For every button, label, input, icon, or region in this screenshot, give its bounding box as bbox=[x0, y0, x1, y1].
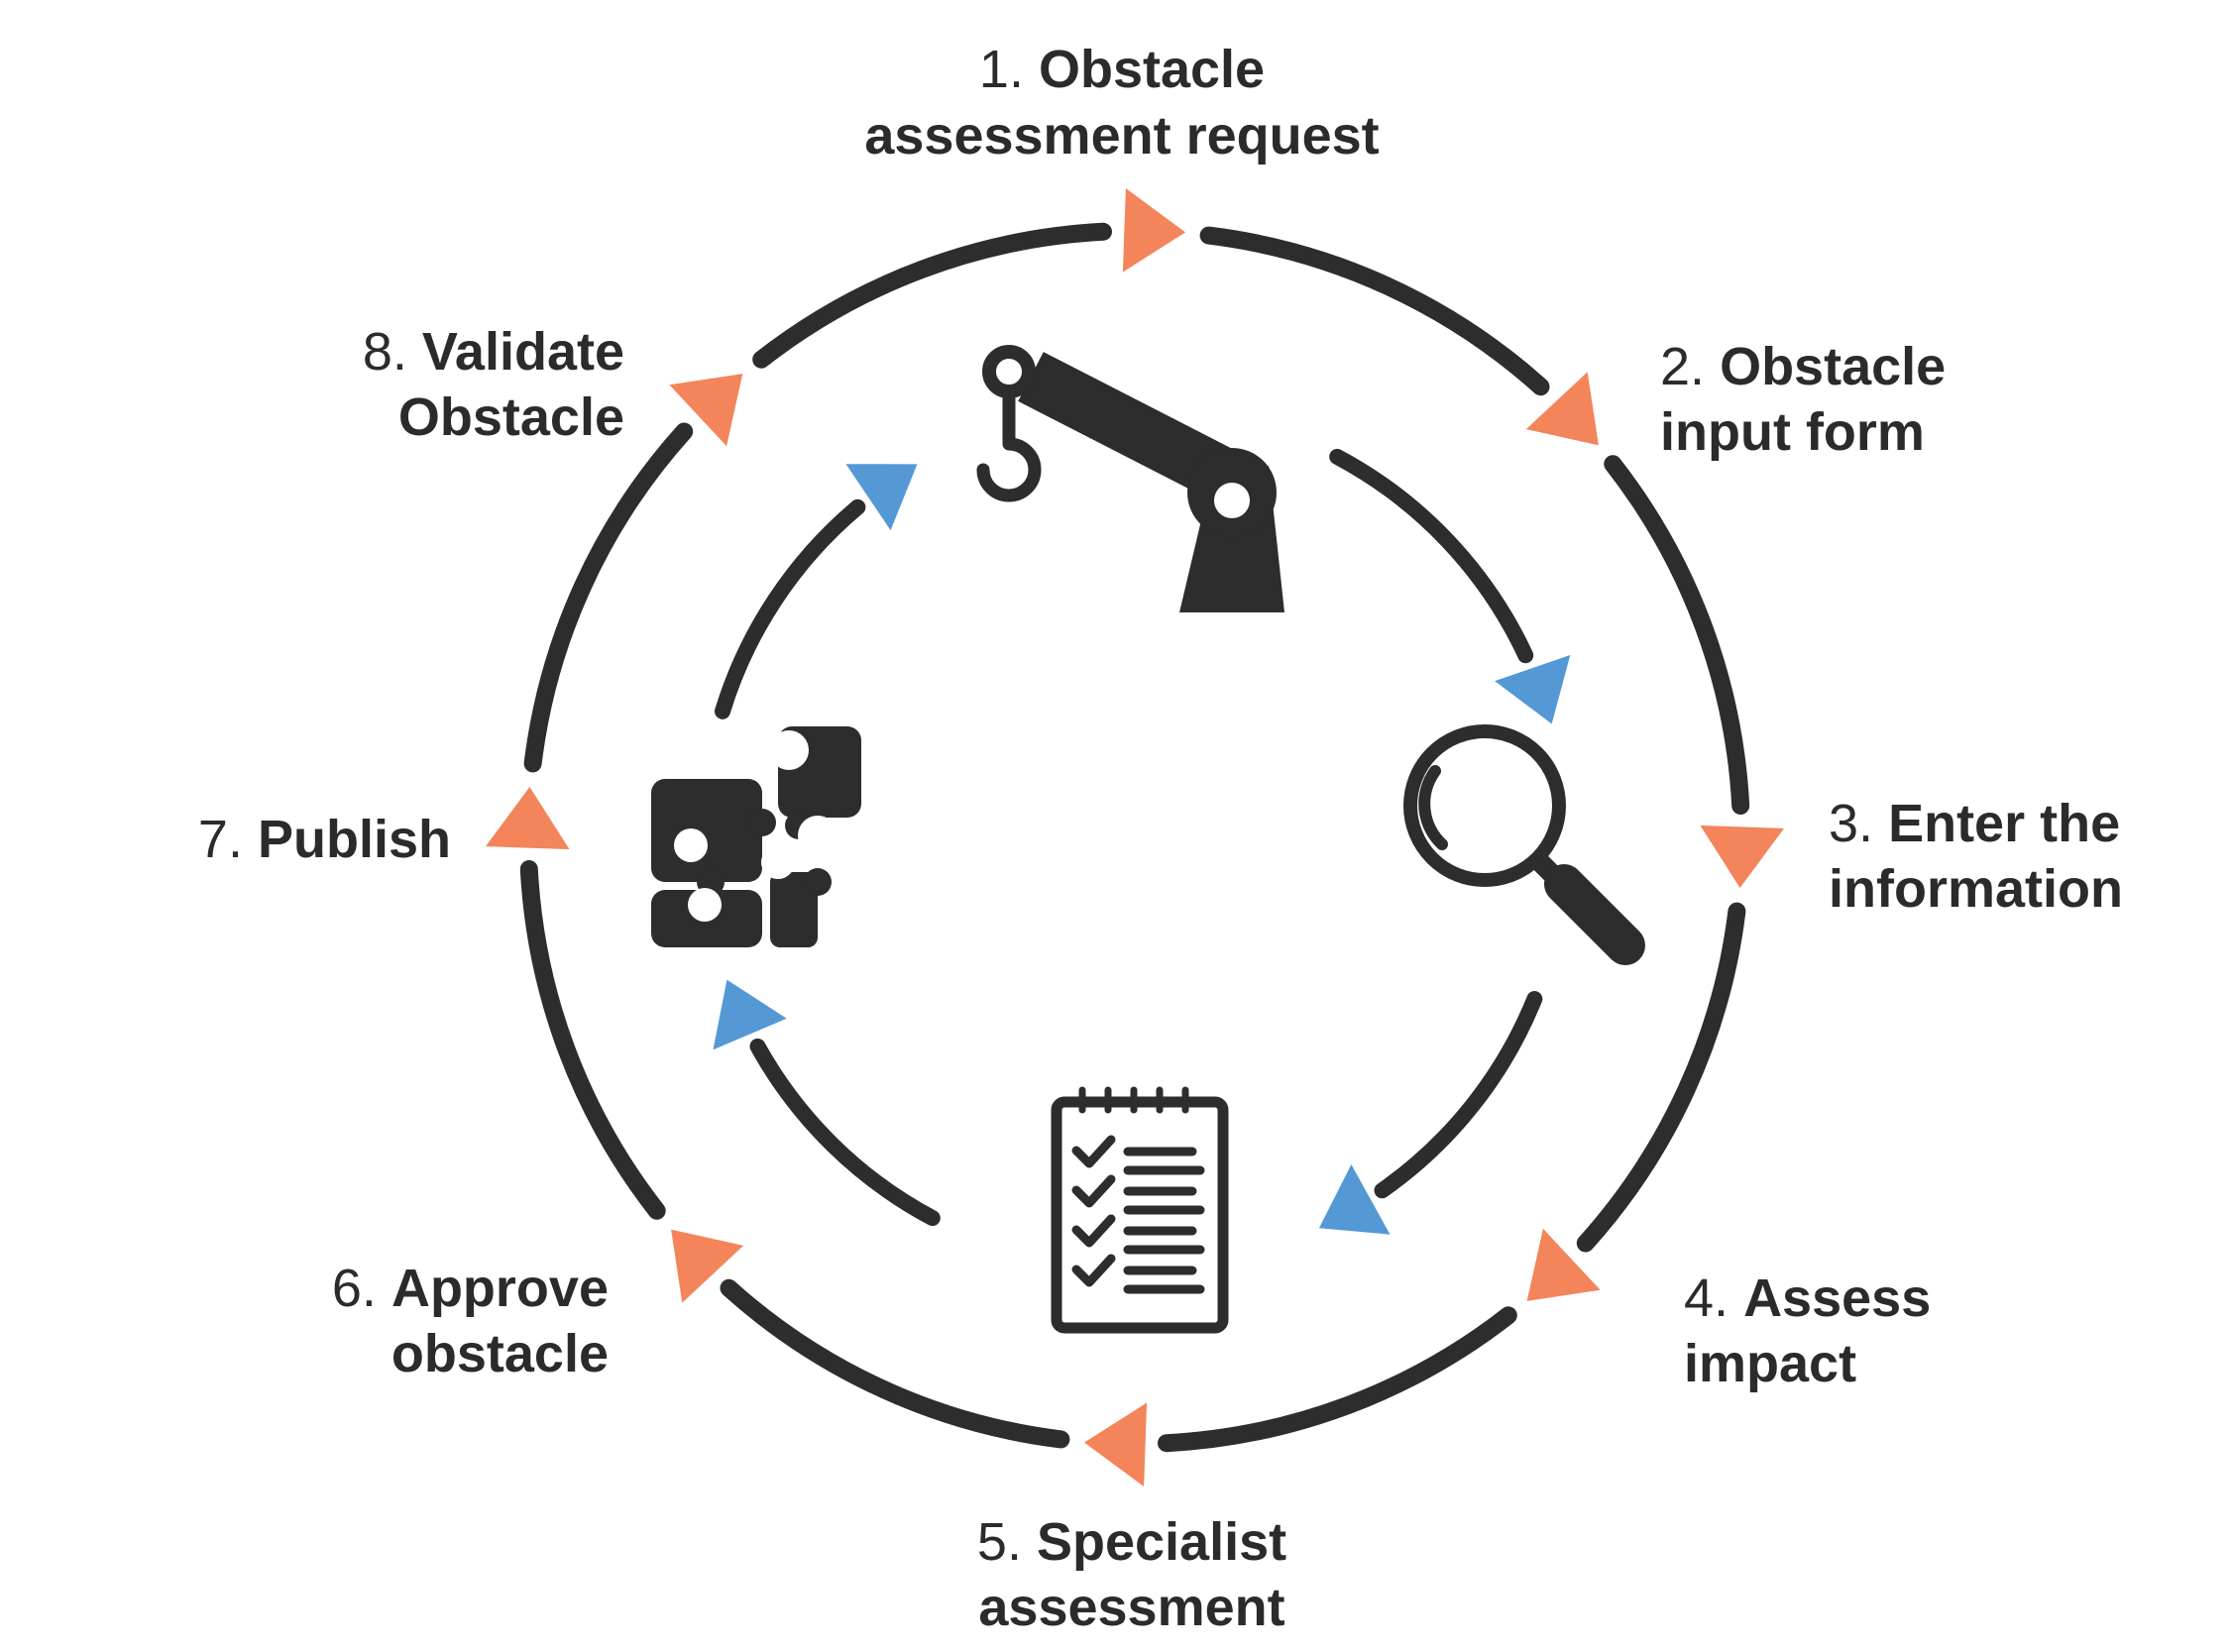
outer-arrow bbox=[664, 1222, 753, 1312]
outer-ring-segment bbox=[1576, 902, 1746, 1253]
inner-arrow bbox=[836, 458, 925, 540]
inner-arrow bbox=[1311, 1155, 1398, 1242]
step-7-title-line1: Publish bbox=[258, 810, 451, 869]
step-4-title-line2: impact bbox=[1684, 1334, 1856, 1393]
step-label-8: 8. Validate Obstacle bbox=[363, 322, 624, 447]
puzzle-icon bbox=[651, 726, 861, 947]
inner-arrow bbox=[706, 971, 797, 1058]
svg-text:8. Validate: 8. Validate bbox=[363, 322, 624, 382]
outer-arrow bbox=[1516, 363, 1606, 453]
checklist-icon bbox=[1051, 1086, 1229, 1334]
outer-arrow bbox=[1075, 1393, 1154, 1495]
svg-text:7. Publish: 7. Publish bbox=[198, 810, 451, 869]
outer-arrow bbox=[1519, 1219, 1610, 1308]
step-3-title-line2: information bbox=[1829, 859, 2123, 919]
outer-arrow bbox=[1116, 179, 1194, 281]
step-3-number: 3. bbox=[1829, 794, 1873, 853]
inner-ring-segment bbox=[1374, 991, 1543, 1199]
outer-ring-segment bbox=[519, 860, 666, 1220]
crane-icon bbox=[976, 345, 1284, 612]
step-5-title-line1: Specialist bbox=[1037, 1512, 1286, 1572]
step-2-title-line1: Obstacle bbox=[1720, 337, 1946, 396]
svg-text:3. Enter the: 3. Enter the bbox=[1829, 794, 2120, 853]
svg-text:6. Approve: 6. Approve bbox=[332, 1259, 609, 1318]
outer-cycle-arrows bbox=[477, 179, 1793, 1495]
step-label-2: 2. Obstacle input form bbox=[1660, 337, 1946, 462]
step-1-title-line2: assessment request bbox=[864, 106, 1379, 165]
inner-cycle-ring bbox=[715, 448, 1543, 1227]
svg-text:5. Specialist: 5. Specialist bbox=[977, 1512, 1286, 1572]
step-6-title-line1: Approve bbox=[391, 1259, 609, 1318]
step-4-title-line1: Assess bbox=[1743, 1268, 1931, 1328]
outer-ring-segment bbox=[720, 1278, 1070, 1449]
inner-arrow bbox=[1485, 647, 1578, 732]
step-label-6: 6. Approve obstacle bbox=[332, 1259, 609, 1383]
outer-arrow bbox=[660, 367, 750, 456]
svg-text:4. Assess: 4. Assess bbox=[1684, 1268, 1931, 1328]
step-5-title-line2: assessment bbox=[978, 1578, 1284, 1637]
step-8-title-line2: Obstacle bbox=[398, 387, 624, 447]
outer-ring-segment bbox=[1158, 1306, 1517, 1453]
outer-arrow bbox=[1691, 819, 1793, 897]
svg-text:2. Obstacle: 2. Obstacle bbox=[1660, 337, 1946, 396]
outer-arrow bbox=[477, 778, 579, 856]
outer-ring-segment bbox=[1199, 226, 1550, 396]
step-8-number: 8. bbox=[363, 322, 407, 382]
outer-ring-segment bbox=[523, 422, 694, 773]
step-4-number: 4. bbox=[1684, 1268, 1728, 1328]
step-label-3: 3. Enter the information bbox=[1829, 794, 2123, 919]
step-1-number: 1. bbox=[979, 40, 1024, 99]
outer-cycle-ring bbox=[519, 222, 1750, 1453]
step-6-number: 6. bbox=[332, 1259, 377, 1318]
step-6-title-line2: obstacle bbox=[391, 1324, 609, 1383]
step-2-number: 2. bbox=[1660, 337, 1705, 396]
step-2-title-line2: input form bbox=[1660, 402, 1925, 462]
step-8-title-line1: Validate bbox=[422, 322, 624, 382]
inner-ring-segment bbox=[1329, 448, 1534, 664]
step-1-title-line1: Obstacle bbox=[1039, 40, 1265, 99]
outer-ring-segment bbox=[1604, 455, 1750, 815]
inner-cycle-arrows bbox=[706, 458, 1578, 1242]
step-label-4: 4. Assess impact bbox=[1684, 1268, 1931, 1393]
step-label-7: 7. Publish bbox=[198, 810, 451, 869]
magnifier-icon bbox=[1403, 724, 1645, 965]
step-3-title-line1: Enter the bbox=[1888, 794, 2120, 853]
inner-ring-segment bbox=[715, 498, 866, 719]
outer-ring-segment bbox=[752, 222, 1112, 369]
svg-text:1. Obstacle: 1. Obstacle bbox=[979, 40, 1265, 99]
inner-ring-segment bbox=[749, 1038, 941, 1227]
step-label-1: 1. Obstacle assessment request bbox=[864, 40, 1379, 165]
step-5-number: 5. bbox=[977, 1512, 1022, 1572]
step-7-number: 7. bbox=[198, 810, 243, 869]
step-label-5: 5. Specialist assessment bbox=[977, 1512, 1286, 1637]
